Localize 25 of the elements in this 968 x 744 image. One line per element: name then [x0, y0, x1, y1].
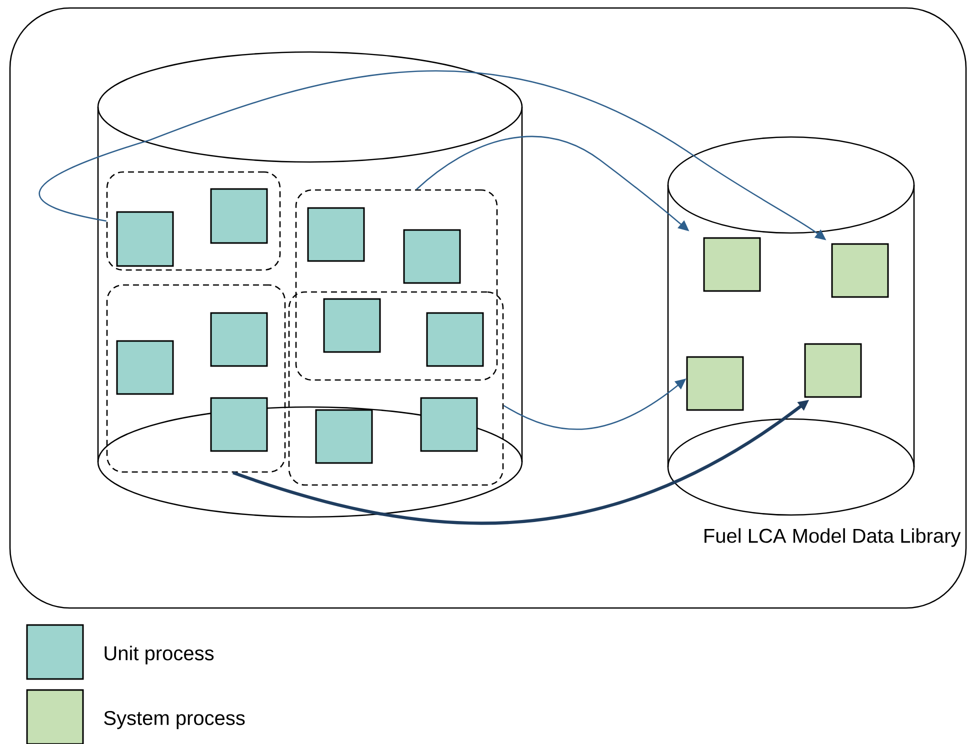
process-square: [116, 211, 174, 267]
cylinder-caption: Fuel LCA Model Data Library: [704, 528, 961, 547]
process-square: [426, 312, 484, 367]
process-square: [703, 237, 761, 292]
process-square: [420, 397, 478, 452]
process-square: [210, 397, 268, 452]
dashed-group: [106, 171, 281, 271]
legend-label: Unit process: [104, 646, 214, 664]
process-square: [323, 298, 381, 353]
process-square: [315, 409, 373, 464]
process-square: [403, 229, 461, 284]
dashed-group: [106, 284, 286, 473]
cylinder: [97, 51, 523, 518]
process-square: [210, 188, 268, 244]
process-square: [686, 356, 744, 411]
outer-frame: [9, 7, 967, 609]
legend-label: System process: [104, 710, 245, 730]
process-square: [831, 243, 889, 298]
process-square: [804, 343, 862, 398]
cylinder: [667, 136, 915, 516]
dashed-group: [295, 189, 498, 381]
process-square: [210, 312, 268, 367]
process-square: [116, 340, 174, 395]
process-square: [307, 207, 365, 262]
dashed-group: [288, 291, 504, 486]
